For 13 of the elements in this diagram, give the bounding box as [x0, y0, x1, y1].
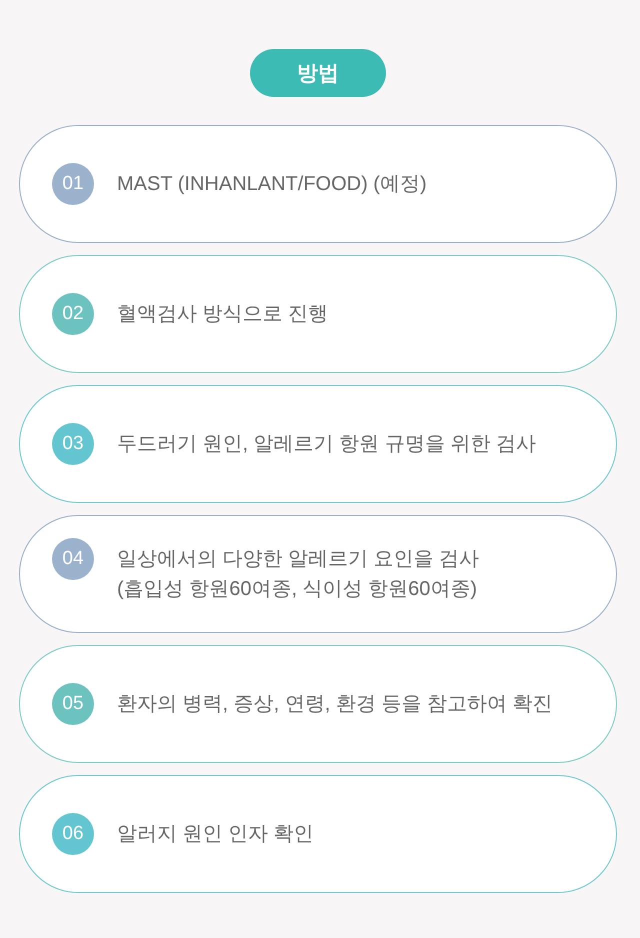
- step-number: 05: [52, 683, 94, 725]
- section-title: 방법: [250, 49, 386, 97]
- step-number: 06: [52, 813, 94, 855]
- step-text: 두드러기 원인, 알레르기 항원 규명을 위한 검사: [117, 432, 536, 457]
- step-text: MAST (INHANLANT/FOOD) (예정): [117, 172, 427, 197]
- step-number: 04: [52, 538, 94, 580]
- step-number: 02: [52, 293, 94, 335]
- step-number: 03: [52, 423, 94, 465]
- step-text: 혈액검사 방식으로 진행: [117, 302, 328, 327]
- step-text: 알러지 원인 인자 확인: [117, 822, 314, 847]
- step-text: 환자의 병력, 증상, 연령, 환경 등을 참고하여 확진: [117, 692, 553, 717]
- step-text: 일상에서의 다양한 알레르기 요인을 검사 (흡입성 항원60여종, 식이성 항원60여종): [117, 547, 480, 602]
- step-number: 01: [52, 163, 94, 205]
